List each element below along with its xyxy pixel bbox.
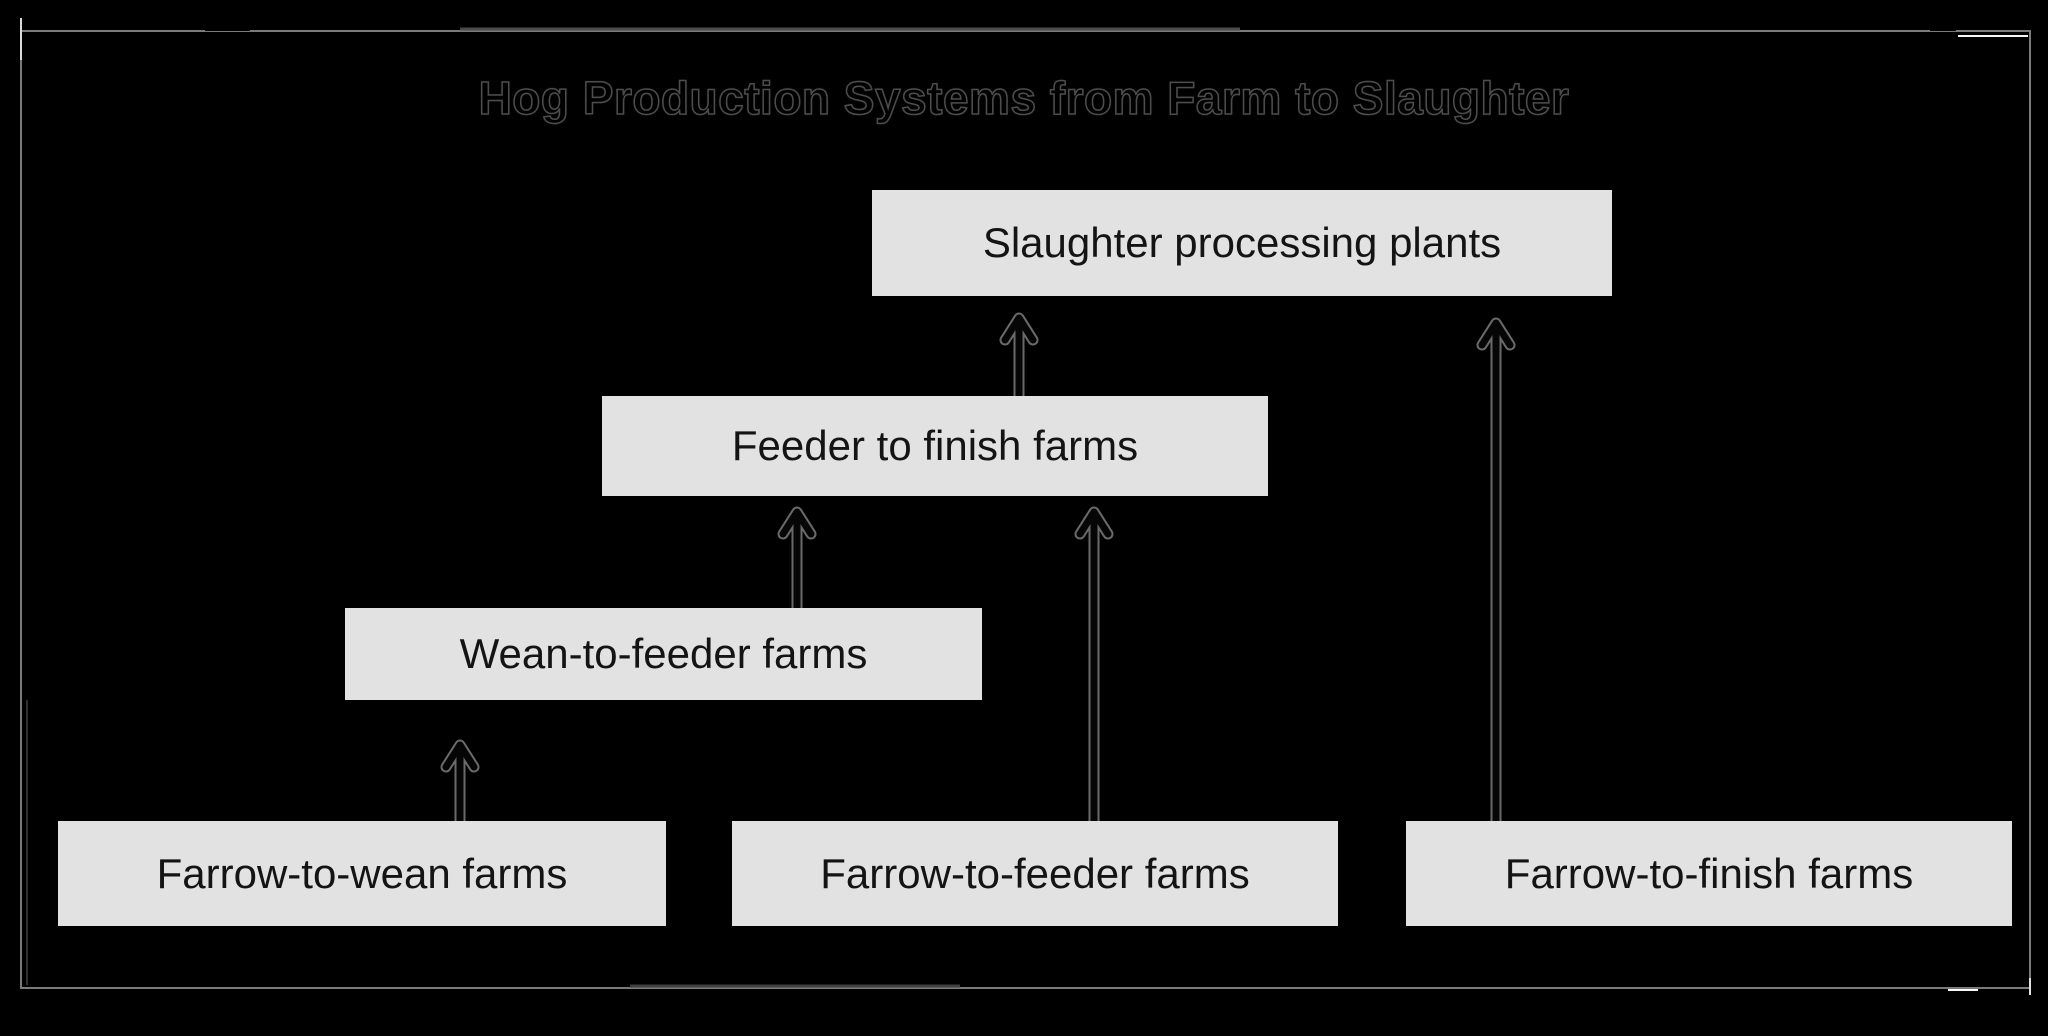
- node-wean-to-feeder-farms: Wean-to-feeder farms: [345, 608, 982, 700]
- node-slaughter-processing-plants: Slaughter processing plants: [872, 190, 1612, 296]
- arrow-feeder-to-finish-to-slaughter: [999, 312, 1039, 403]
- arrow-farrow-to-finish-to-slaughter: [1476, 317, 1516, 829]
- node-farrow-to-finish-farms: Farrow-to-finish farms: [1406, 821, 2012, 926]
- node-farrow-to-wean-farms: Farrow-to-wean farms: [58, 821, 666, 926]
- node-farrow-to-feeder-farms: Farrow-to-feeder farms: [732, 821, 1338, 926]
- node-feeder-to-finish-farms: Feeder to finish farms: [602, 396, 1268, 496]
- arrow-wean-to-feeder-to-feeder-to-finish: [777, 506, 817, 616]
- arrow-farrow-to-wean-to-wean-to-feeder: [440, 739, 480, 829]
- arrow-farrow-to-feeder-to-feeder-to-finish: [1074, 506, 1114, 829]
- diagram-title: Hog Production Systems from Farm to Slau…: [478, 72, 1570, 124]
